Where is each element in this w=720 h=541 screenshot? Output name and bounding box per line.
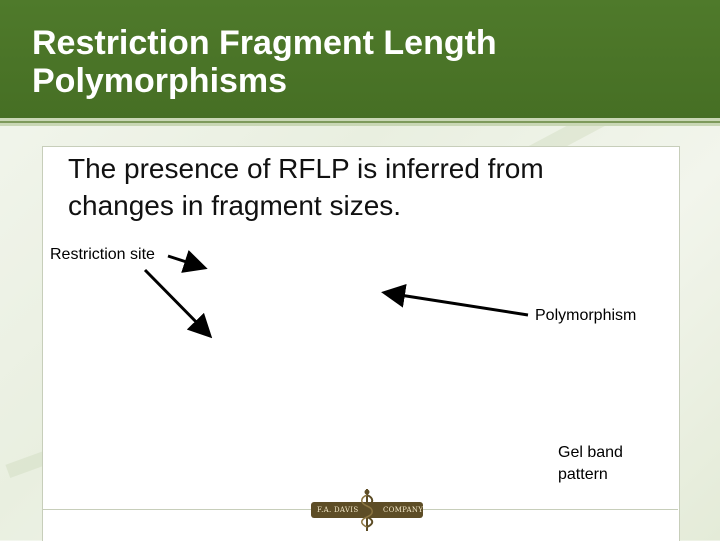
restriction-site-label: Restriction site [50, 246, 155, 263]
slide-header: Restriction Fragment Length Polymorphism… [0, 0, 720, 118]
content-panel [42, 146, 680, 541]
gel-band-pattern-label-line2: pattern [558, 466, 608, 483]
gel-band-pattern-label-line1: Gel band [558, 444, 623, 461]
polymorphism-arrow [381, 283, 529, 317]
polymorphism-label: Polymorphism [535, 307, 637, 324]
header-divider-line [0, 121, 720, 123]
fa-davis-logo: F.A. DAVIS COMPANY [311, 489, 424, 531]
body-text: The presence of RFLP is inferred from ch… [68, 153, 544, 221]
logo-right-text: COMPANY [383, 506, 424, 514]
restriction-site-arrow-right [167, 250, 208, 273]
slide-title: Restriction Fragment Length Polymorphism… [32, 24, 497, 100]
caduceus-icon [360, 489, 374, 531]
gel-band-pattern-label: Gel band pattern [558, 442, 623, 486]
restriction-site-arrow-down [143, 268, 213, 339]
logo-left-text: F.A. DAVIS [317, 506, 359, 514]
